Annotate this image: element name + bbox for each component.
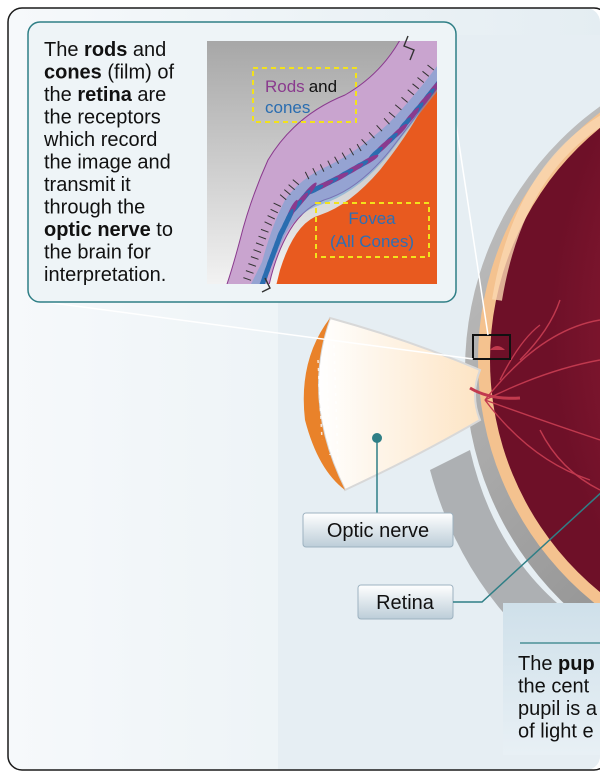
text-run: the receptors [44, 107, 161, 129]
retina-leader [453, 489, 600, 603]
fovea-subtitle: (All Cones) [330, 232, 414, 251]
optic-disc [469, 386, 521, 400]
text-run: optic nerve [44, 219, 151, 241]
text-run: and [127, 39, 166, 61]
cell-fiber [394, 104, 402, 111]
cell-fiber [341, 152, 347, 160]
fovea-box [315, 202, 430, 258]
and-word: and [309, 77, 337, 96]
cell-fiber [264, 221, 273, 226]
cell-fiber [334, 156, 340, 165]
blood-vessels [484, 299, 600, 491]
cell-fiber [260, 228, 269, 233]
magnified-region-box [472, 334, 511, 360]
receptor-cells [243, 64, 437, 284]
cell-fiber [255, 242, 264, 247]
cell-fiber [376, 124, 383, 132]
cones-word: cones [265, 98, 310, 117]
text-run: pupil is a [518, 698, 598, 720]
cell-fiber [383, 117, 390, 125]
text-run: The [44, 39, 84, 61]
text-run: transmit it [44, 174, 131, 196]
cell-fiber [349, 148, 355, 156]
text-run: (film) of [102, 62, 175, 84]
optic-nerve-label-box [302, 512, 454, 548]
cell-fiber [283, 189, 291, 196]
cell-fiber [248, 263, 257, 267]
cell-fiber [422, 70, 430, 77]
text-run: interpretation. [44, 264, 166, 286]
text-run: the image and [44, 152, 171, 174]
text-run: through the [44, 197, 145, 219]
text-run: which record [43, 129, 157, 151]
text-run: to [151, 219, 173, 241]
cell-fiber [412, 83, 420, 90]
cell-fiber [279, 194, 287, 201]
cell-fiber [368, 131, 375, 139]
text-run: the [44, 84, 77, 106]
text-run: the brain for [44, 242, 151, 264]
cell-fiber [407, 89, 415, 96]
retina-label: Retina [376, 592, 435, 614]
cell-fiber [312, 167, 317, 176]
optic-nerve [303, 316, 521, 492]
rods-word: Rods [265, 77, 305, 96]
rods-cones-box [252, 67, 357, 123]
callout-text: The rods and cones (film) of the retina ar… [43, 39, 174, 286]
outer-frame [7, 7, 600, 771]
fovea-label: Fovea [348, 209, 396, 228]
text-run: rods [84, 39, 127, 61]
cell-fiber [288, 184, 296, 191]
callout-leader-bottom [29, 299, 474, 360]
text-run: pup [558, 653, 595, 675]
cell-fiber [319, 164, 325, 172]
cell-fiber [361, 138, 368, 146]
cell-fiber [401, 96, 408, 103]
text-run: of light e [518, 721, 594, 743]
cell-fiber [258, 235, 267, 240]
cell-fiber [427, 64, 435, 71]
cell-fiber [417, 77, 425, 83]
cell-fiber [356, 143, 362, 152]
optic-nerve-label: Optic nerve [327, 520, 429, 542]
nerve-cut-surface [303, 318, 345, 490]
text-run: retina [77, 84, 132, 106]
text-run: cones [44, 62, 102, 84]
text-run: the cent [518, 676, 590, 698]
cell-fiber [267, 215, 276, 220]
text-run: are [132, 84, 166, 106]
cell-fiber [304, 171, 310, 180]
cell-fiber [253, 249, 262, 253]
cell-fiber [270, 208, 279, 214]
cell-fiber [243, 277, 252, 281]
pupil-callout-panel [503, 603, 600, 755]
cone-cell [258, 274, 267, 284]
cell-fiber [245, 270, 254, 274]
cell-fiber [250, 256, 259, 260]
text-run: The [518, 653, 558, 675]
cell-fiber [273, 202, 282, 207]
cell-fiber [292, 179, 300, 186]
cell-fiber [327, 160, 332, 169]
cell-fiber [388, 111, 396, 118]
